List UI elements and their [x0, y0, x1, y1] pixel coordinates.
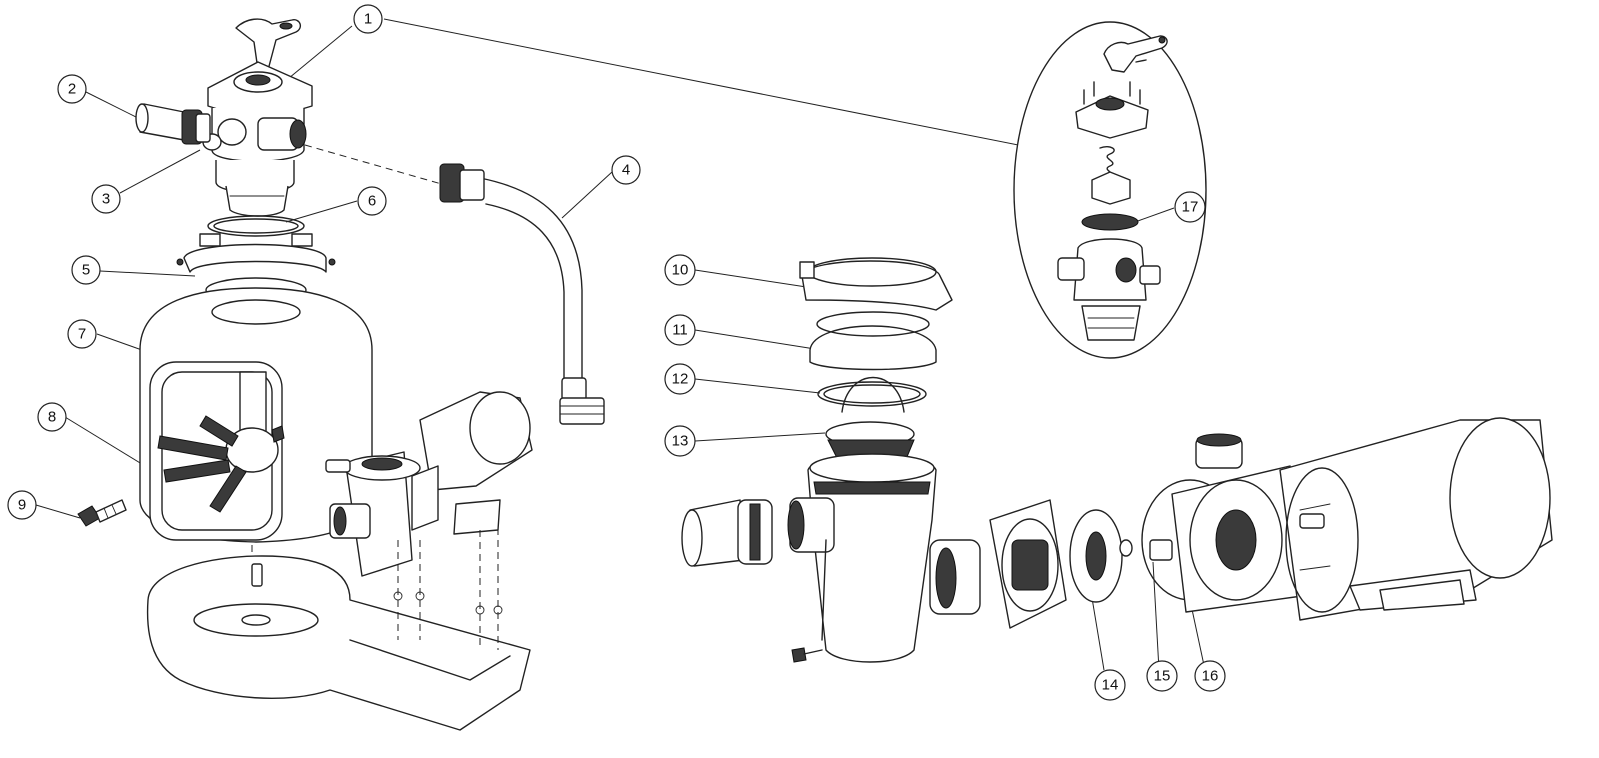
pump-volute-assembly — [929, 433, 1303, 629]
callout-10-label: 10 — [672, 262, 689, 279]
inlet-union — [681, 499, 773, 567]
filter-base — [146, 555, 531, 731]
callout-6-label: 6 — [368, 193, 376, 210]
callout-17-label: 17 — [1182, 199, 1199, 216]
callout-1: 1 — [353, 4, 383, 34]
leader-lines — [35, 18, 1206, 671]
callout-14: 14 — [1094, 669, 1126, 701]
callout-5-label: 5 — [82, 262, 90, 279]
callout-3-label: 3 — [102, 191, 110, 208]
callout-14-label: 14 — [1102, 677, 1119, 694]
callout-8-label: 8 — [48, 409, 56, 426]
callout-4-label: 4 — [622, 162, 630, 179]
callout-1-label: 1 — [364, 11, 372, 28]
sand-filter-tank — [139, 287, 373, 543]
callout-11: 11 — [664, 314, 696, 346]
connecting-hose — [439, 163, 605, 425]
valve-exploded-detail — [1013, 21, 1207, 359]
base-pump-assembly — [325, 391, 533, 650]
callout-7-label: 7 — [78, 326, 86, 343]
callout-2-label: 2 — [68, 81, 76, 98]
callout-15: 15 — [1146, 660, 1178, 692]
callout-15-label: 15 — [1154, 668, 1171, 685]
drain-plug — [77, 499, 127, 527]
callout-16: 16 — [1194, 660, 1226, 692]
callout-5: 5 — [71, 255, 101, 285]
callout-3: 3 — [91, 184, 121, 214]
pump-motor — [1279, 417, 1553, 621]
callout-13: 13 — [664, 425, 696, 457]
callout-11-label: 11 — [672, 322, 688, 339]
callout-6: 6 — [357, 186, 387, 216]
callout-12-label: 12 — [672, 371, 689, 388]
callout-12: 12 — [664, 363, 696, 395]
callout-13-label: 13 — [672, 433, 689, 450]
callout-17: 17 — [1174, 191, 1206, 223]
callout-10: 10 — [664, 254, 696, 286]
multiport-valve — [202, 18, 313, 217]
callout-4: 4 — [611, 155, 641, 185]
union-connector — [135, 103, 211, 145]
callout-7: 7 — [67, 319, 97, 349]
callout-9: 9 — [7, 490, 37, 520]
callout-2: 2 — [57, 74, 87, 104]
callout-16-label: 16 — [1202, 668, 1219, 685]
strainer-housing — [787, 453, 937, 663]
callout-8: 8 — [37, 402, 67, 432]
callout-9-label: 9 — [18, 497, 26, 514]
